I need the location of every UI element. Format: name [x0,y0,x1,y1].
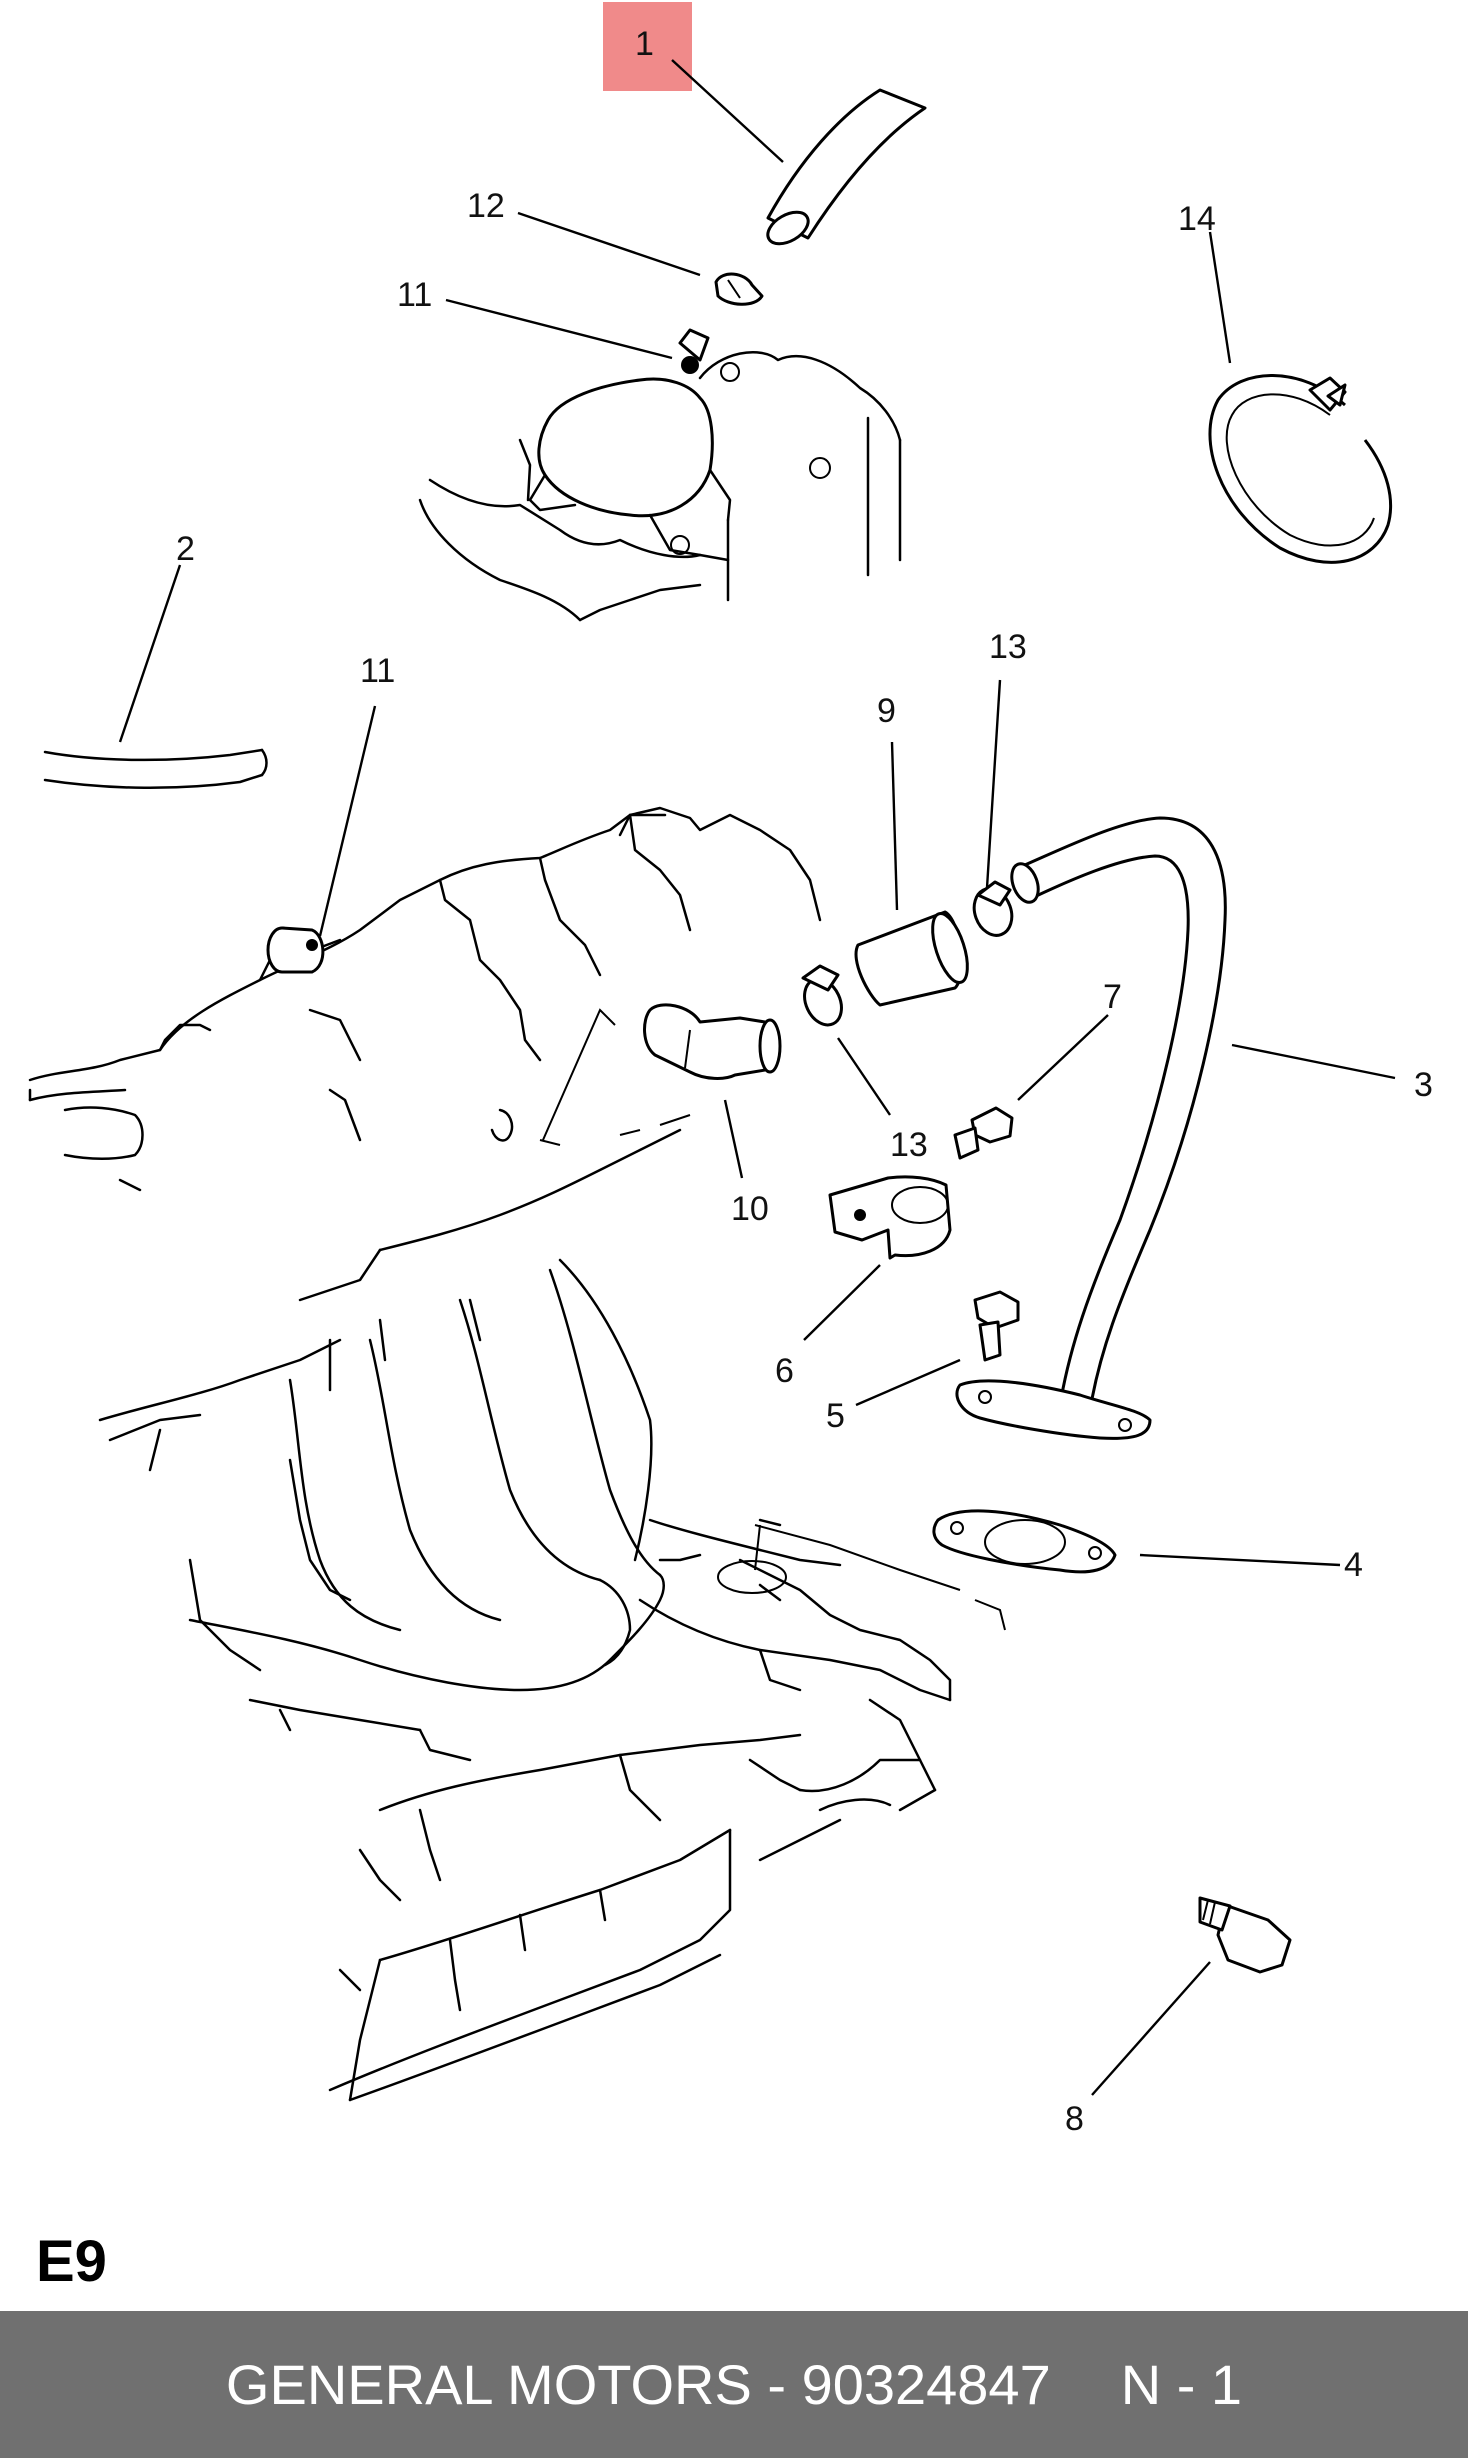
callout-4: 4 [1344,1546,1363,1584]
callout-10: 10 [731,1190,769,1228]
callout-8: 8 [1065,2100,1084,2138]
part-7-bolt [953,1106,1014,1160]
part-1-hose [766,88,927,246]
part-10-elbow [643,1003,782,1080]
footer-part-label: GENERAL MOTORS - 90324847 [225,2353,1051,2416]
callout-11-top: 11 [397,276,432,314]
valve-cover [418,351,902,622]
callout-6: 6 [775,1352,794,1390]
part-13-clamp-a [972,880,1014,937]
part-3-pipe [955,816,1227,1440]
leader-lines [118,59,1396,2096]
callouts: 1 12 11 14 2 11 9 13 7 3 13 10 6 5 4 8 [176,25,1433,2138]
callout-9: 9 [877,692,896,730]
callout-11-left: 11 [360,652,395,690]
part-4-gasket [932,1509,1117,1574]
callout-12: 12 [467,187,505,225]
callout-5: 5 [826,1397,845,1435]
part-5-bolt [973,1290,1020,1362]
part-6-bracket [828,1175,952,1260]
part-11-fitting-top [678,328,710,374]
footer-quantity: N - 1 [1120,2353,1243,2416]
part-13-clamp-b [801,964,843,1027]
callout-13-bottom: 13 [890,1126,928,1164]
parts-diagram: 1 12 11 14 2 11 9 13 7 3 13 10 6 5 4 8 [28,2,1433,2138]
callout-2: 2 [176,530,195,568]
part-8-bolt [1198,1896,1292,1974]
part-12-clamp [714,272,764,306]
routing-lines [539,1008,1006,1631]
part-14-band-clamp [1208,374,1393,564]
callout-3: 3 [1414,1066,1433,1104]
section-code: E9 [36,2229,107,2294]
callout-1-highlight [603,2,692,91]
footer-bar: GENERAL MOTORS - 90324847 N - 1 [0,2311,1468,2458]
callout-13-top: 13 [989,628,1027,666]
callout-1: 1 [635,25,654,63]
part-11-fitting-left [266,926,325,974]
part-9-sleeve [854,910,969,1007]
callout-14: 14 [1178,200,1216,238]
part-2-hose [43,748,268,790]
callout-7: 7 [1103,978,1122,1016]
